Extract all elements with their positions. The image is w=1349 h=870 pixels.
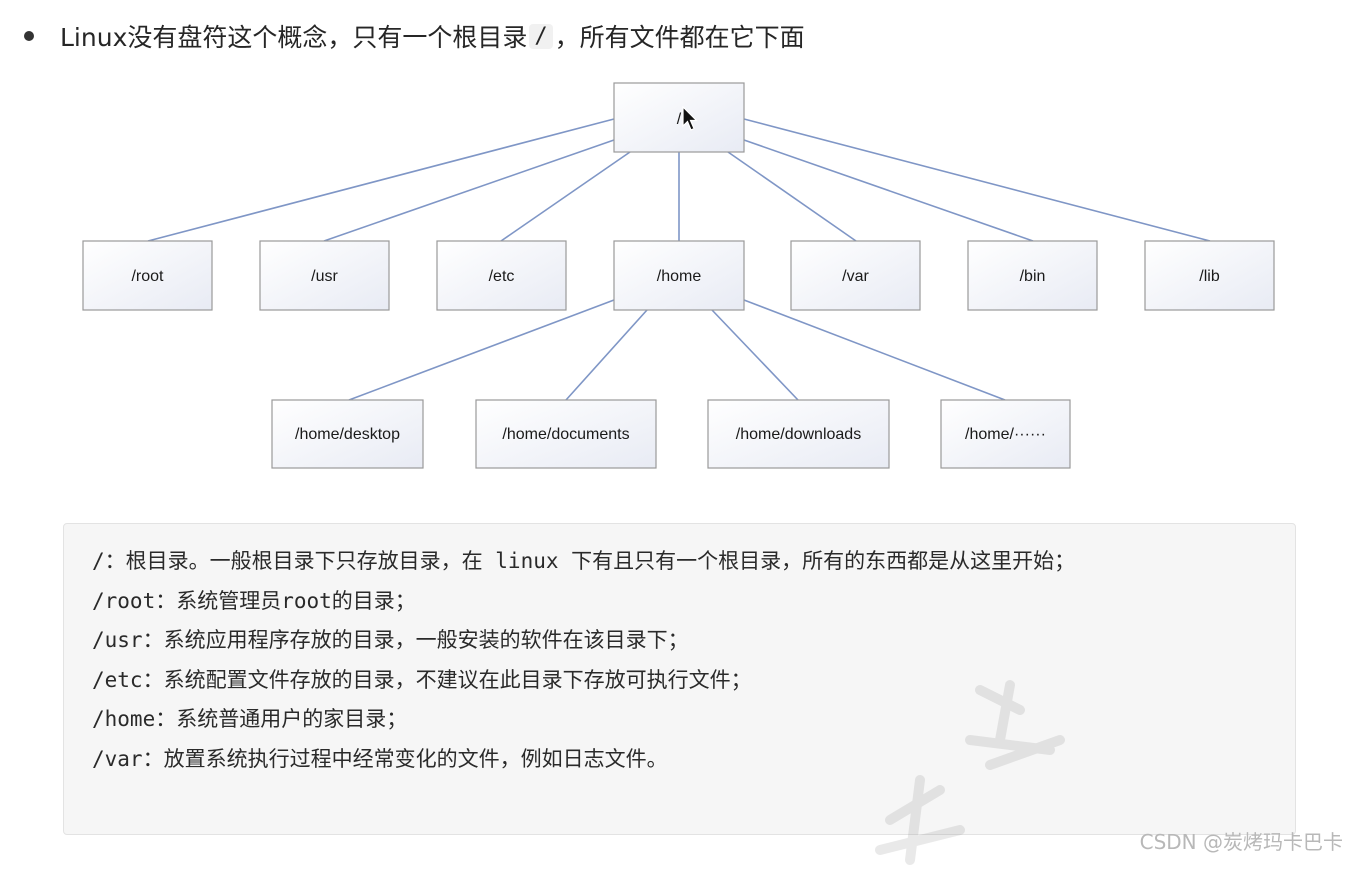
tree-node-label: /home/desktop xyxy=(295,426,400,443)
description-line-home: /home：系统普通用户的家目录； xyxy=(92,707,408,731)
tree-node-bin: /bin xyxy=(967,240,1098,311)
edge-root-to-var xyxy=(727,151,857,242)
tree-node-label: /lib xyxy=(1199,268,1220,285)
tree-node-home-desktop: /home/desktop xyxy=(271,399,424,469)
tree-node-label: /bin xyxy=(1020,268,1046,285)
description-line-etc: /etc：系统配置文件存放的目录，不建议在此目录下存放可执行文件； xyxy=(92,667,752,692)
edge-home-to-desktop xyxy=(348,299,615,401)
tree-node-label: /home/······ xyxy=(965,426,1046,443)
tree-node-label: /etc xyxy=(489,268,515,285)
tree-node-var: /var xyxy=(790,240,921,311)
tree-node-usr: /usr xyxy=(259,240,390,311)
tree-node-root: / xyxy=(613,82,745,153)
description-line-root-dir: /root：系统管理员root的目录； xyxy=(92,588,416,613)
tree-node-label: /usr xyxy=(311,268,338,285)
description-line-root: /：根目录。一般根目录下只存放目录，在 linux 下有且只有一个根目录，所有的… xyxy=(92,549,1076,573)
tree-node-etc: /etc xyxy=(436,240,567,311)
edge-root-to-usr xyxy=(323,139,615,242)
tree-node-label: /home/documents xyxy=(502,426,629,443)
bullet-dot-icon xyxy=(24,31,34,41)
heading-inline-code: / xyxy=(529,23,553,49)
tree-node-label: /var xyxy=(842,268,869,285)
tree-node-label: /root xyxy=(131,268,164,285)
directory-description-code-block: /：根目录。一般根目录下只存放目录，在 linux 下有且只有一个根目录，所有的… xyxy=(63,523,1296,835)
tree-node-root-label: / xyxy=(677,111,682,128)
edge-home-to-documents xyxy=(565,309,648,401)
heading-text-after: ，所有文件都在它下面 xyxy=(554,23,805,52)
description-line-var: /var：放置系统执行过程中经常变化的文件，例如日志文件。 xyxy=(92,746,668,771)
tree-node-label: /home/downloads xyxy=(736,426,861,443)
background-seal-icon xyxy=(875,680,1065,865)
heading-text-before: Linux没有盘符这个概念，只有一个根目录 xyxy=(60,23,528,52)
tree-node-home: /home xyxy=(613,240,745,311)
edge-root-to-root-dir xyxy=(147,118,615,242)
edge-home-to-more xyxy=(743,299,1006,401)
mouse-pointer-icon xyxy=(682,106,698,131)
tree-node-home-more: /home/······ xyxy=(940,399,1071,469)
heading-bullet-item: Linux没有盘符这个概念，只有一个根目录 / ，所有文件都在它下面 xyxy=(24,14,805,58)
tree-node-home-documents: /home/documents xyxy=(475,399,657,469)
directory-tree-diagram: / /root /usr /etc /home /var /bin /lib /… xyxy=(82,82,1275,469)
description-line-usr: /usr：系统应用程序存放的目录，一般安装的软件在该目录下； xyxy=(92,628,689,652)
tree-node-home-downloads: /home/downloads xyxy=(707,399,890,469)
edge-root-to-etc xyxy=(500,151,631,242)
edge-root-to-bin xyxy=(743,139,1034,242)
edge-root-to-lib xyxy=(743,118,1211,242)
tree-node-root-dir: /root xyxy=(82,240,213,311)
tree-node-lib: /lib xyxy=(1144,240,1275,311)
tree-node-label: /home xyxy=(657,268,702,285)
csdn-watermark: CSDN @炭烤玛卡巴卡 xyxy=(1139,830,1343,854)
edge-home-to-downloads xyxy=(711,309,799,401)
